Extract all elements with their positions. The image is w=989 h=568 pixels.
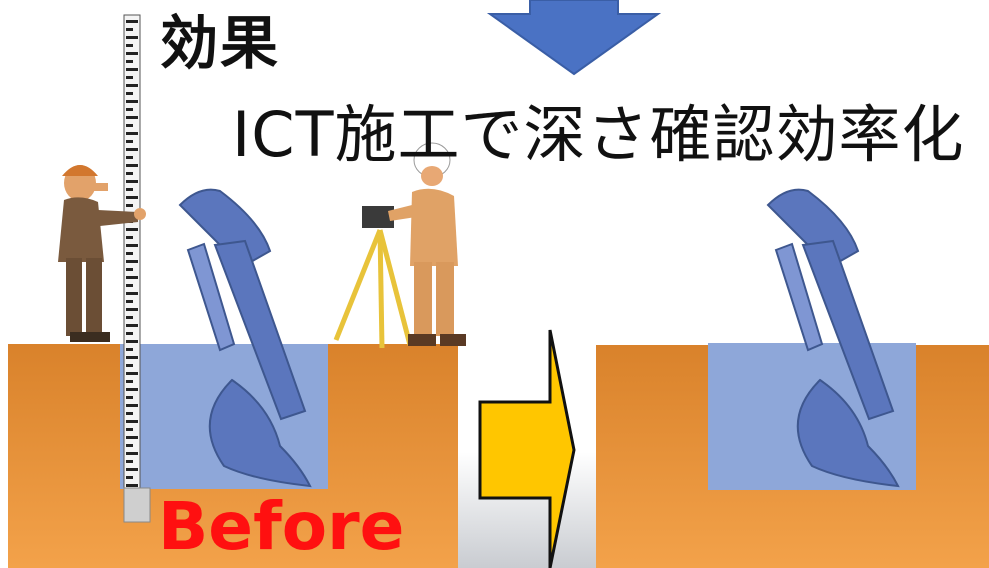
- excavator-arm-icon: [178, 188, 312, 488]
- after-scene: [596, 343, 989, 568]
- surveyor-with-staff-icon: [58, 165, 146, 342]
- right-arrow-icon: [478, 329, 576, 568]
- subheading: ICT施工で深さ確認効率化: [232, 98, 965, 171]
- excavator-arm-icon: [766, 188, 900, 488]
- down-arrow-icon: [486, 0, 662, 76]
- measuring-staff-icon: [123, 14, 151, 523]
- heading: 効果: [160, 9, 281, 77]
- before-label: Before: [158, 488, 405, 565]
- surveyor-with-level-icon: [333, 142, 466, 349]
